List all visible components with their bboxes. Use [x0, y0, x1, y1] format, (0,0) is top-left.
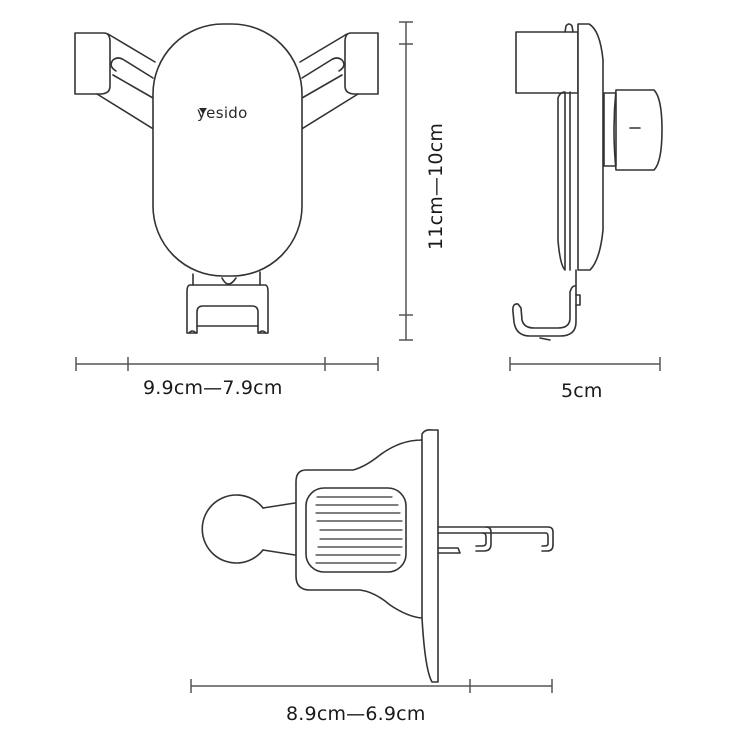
dimension-bottom-width — [190, 679, 553, 693]
side-depth-label: 5cm — [561, 380, 603, 402]
front-width-label: 9.9cm—7.9cm — [143, 377, 283, 399]
dimension-front-width — [75, 357, 379, 371]
dimension-side-depth — [509, 357, 661, 371]
dimension-height — [399, 21, 413, 341]
bottom-width-label: 8.9cm—6.9cm — [286, 703, 426, 725]
brand-logo: yesido — [197, 104, 248, 122]
height-label: 11cm—10cm — [425, 122, 447, 250]
side-view — [512, 23, 663, 341]
bottom-view — [201, 429, 554, 683]
brand-logo-mark-icon — [199, 108, 207, 114]
front-view — [74, 23, 379, 334]
